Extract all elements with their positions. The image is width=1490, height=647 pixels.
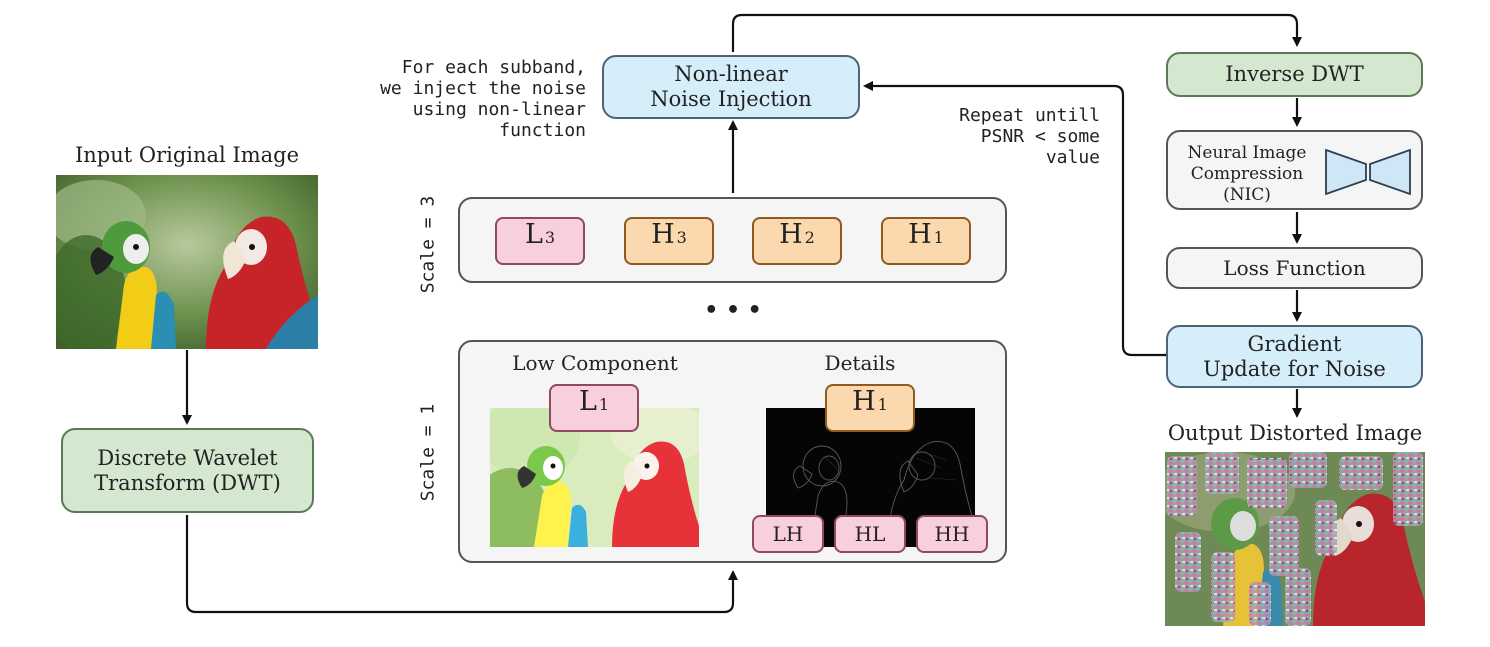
band-index: 2 bbox=[804, 228, 815, 247]
arrow-gradient-loop bbox=[863, 81, 1166, 357]
ellipsis: • • • bbox=[704, 298, 762, 323]
band-index: 3 bbox=[544, 228, 556, 247]
gradient-line1: Gradient bbox=[1247, 331, 1342, 356]
band-lh: LH bbox=[752, 515, 824, 553]
band-hh: HH bbox=[916, 515, 988, 553]
note-repeat-line: Repeat untill bbox=[959, 105, 1100, 126]
nonlinear-line1: Non-linear bbox=[674, 62, 788, 86]
nonlinear-noise-box: Non-linear Noise Injection bbox=[602, 55, 860, 119]
note-repeat: Repeat untill PSNR < some value bbox=[880, 105, 1100, 168]
band-index: 3 bbox=[676, 228, 687, 247]
arrow-noise-to-idwt bbox=[731, 13, 1302, 52]
band-hl: HL bbox=[834, 515, 906, 553]
note-subband-line: using non-linear bbox=[412, 99, 586, 120]
low-component-title: Low Component bbox=[512, 351, 678, 375]
arrow-dwt-to-scales bbox=[185, 515, 738, 614]
gradient-update-box: Gradient Update for Noise bbox=[1166, 325, 1423, 388]
nic-line2: Compression bbox=[1190, 164, 1304, 184]
inverse-dwt-box: Inverse DWT bbox=[1166, 52, 1423, 97]
note-subband-line: function bbox=[499, 120, 586, 141]
input-parrot-image bbox=[56, 175, 318, 349]
band-index: 1 bbox=[933, 228, 944, 247]
band-letter: H bbox=[908, 219, 932, 250]
output-image-title: Output Distorted Image bbox=[1167, 421, 1423, 445]
nic-text: Neural Image Compression (NIC) bbox=[1176, 143, 1318, 206]
dwt-box: Discrete Wavelet Transform (DWT) bbox=[61, 428, 314, 513]
input-image-title: Input Original Image bbox=[74, 143, 300, 167]
band-letter: L bbox=[524, 219, 543, 250]
scale1-label: Scale = 1 bbox=[417, 403, 439, 502]
loss-function-box: Loss Function bbox=[1166, 247, 1423, 289]
nic-line1: Neural Image bbox=[1187, 143, 1307, 163]
dwt-line2: Transform (DWT) bbox=[94, 470, 281, 495]
note-subband-line: For each subband, bbox=[401, 57, 586, 78]
band-index: 1 bbox=[877, 395, 888, 414]
band-letter: L bbox=[578, 386, 597, 417]
autoencoder-icon bbox=[1325, 148, 1411, 196]
band-letter: H bbox=[779, 219, 803, 250]
band-index: 1 bbox=[598, 395, 610, 414]
nic-line3: (NIC) bbox=[1223, 185, 1271, 205]
nonlinear-line2: Noise Injection bbox=[650, 87, 812, 111]
band-letter: H bbox=[852, 386, 876, 417]
gradient-line2: Update for Noise bbox=[1203, 356, 1386, 381]
details-title: Details bbox=[824, 351, 896, 375]
note-repeat-line: PSNR < some bbox=[980, 126, 1100, 147]
scale3-label: Scale = 3 bbox=[417, 195, 439, 294]
note-subband: For each subband, we inject the noise us… bbox=[300, 57, 586, 141]
scale1-label-wrap: Scale = 1 bbox=[398, 404, 458, 502]
dwt-line1: Discrete Wavelet bbox=[97, 445, 278, 470]
nic-box: Neural Image Compression (NIC) bbox=[1166, 130, 1423, 210]
band-letter: H bbox=[651, 219, 675, 250]
note-subband-line: we inject the noise bbox=[380, 78, 586, 99]
note-repeat-line: value bbox=[1045, 147, 1100, 168]
scale3-label-wrap: Scale = 3 bbox=[398, 196, 458, 294]
output-distorted-image bbox=[1165, 452, 1425, 626]
